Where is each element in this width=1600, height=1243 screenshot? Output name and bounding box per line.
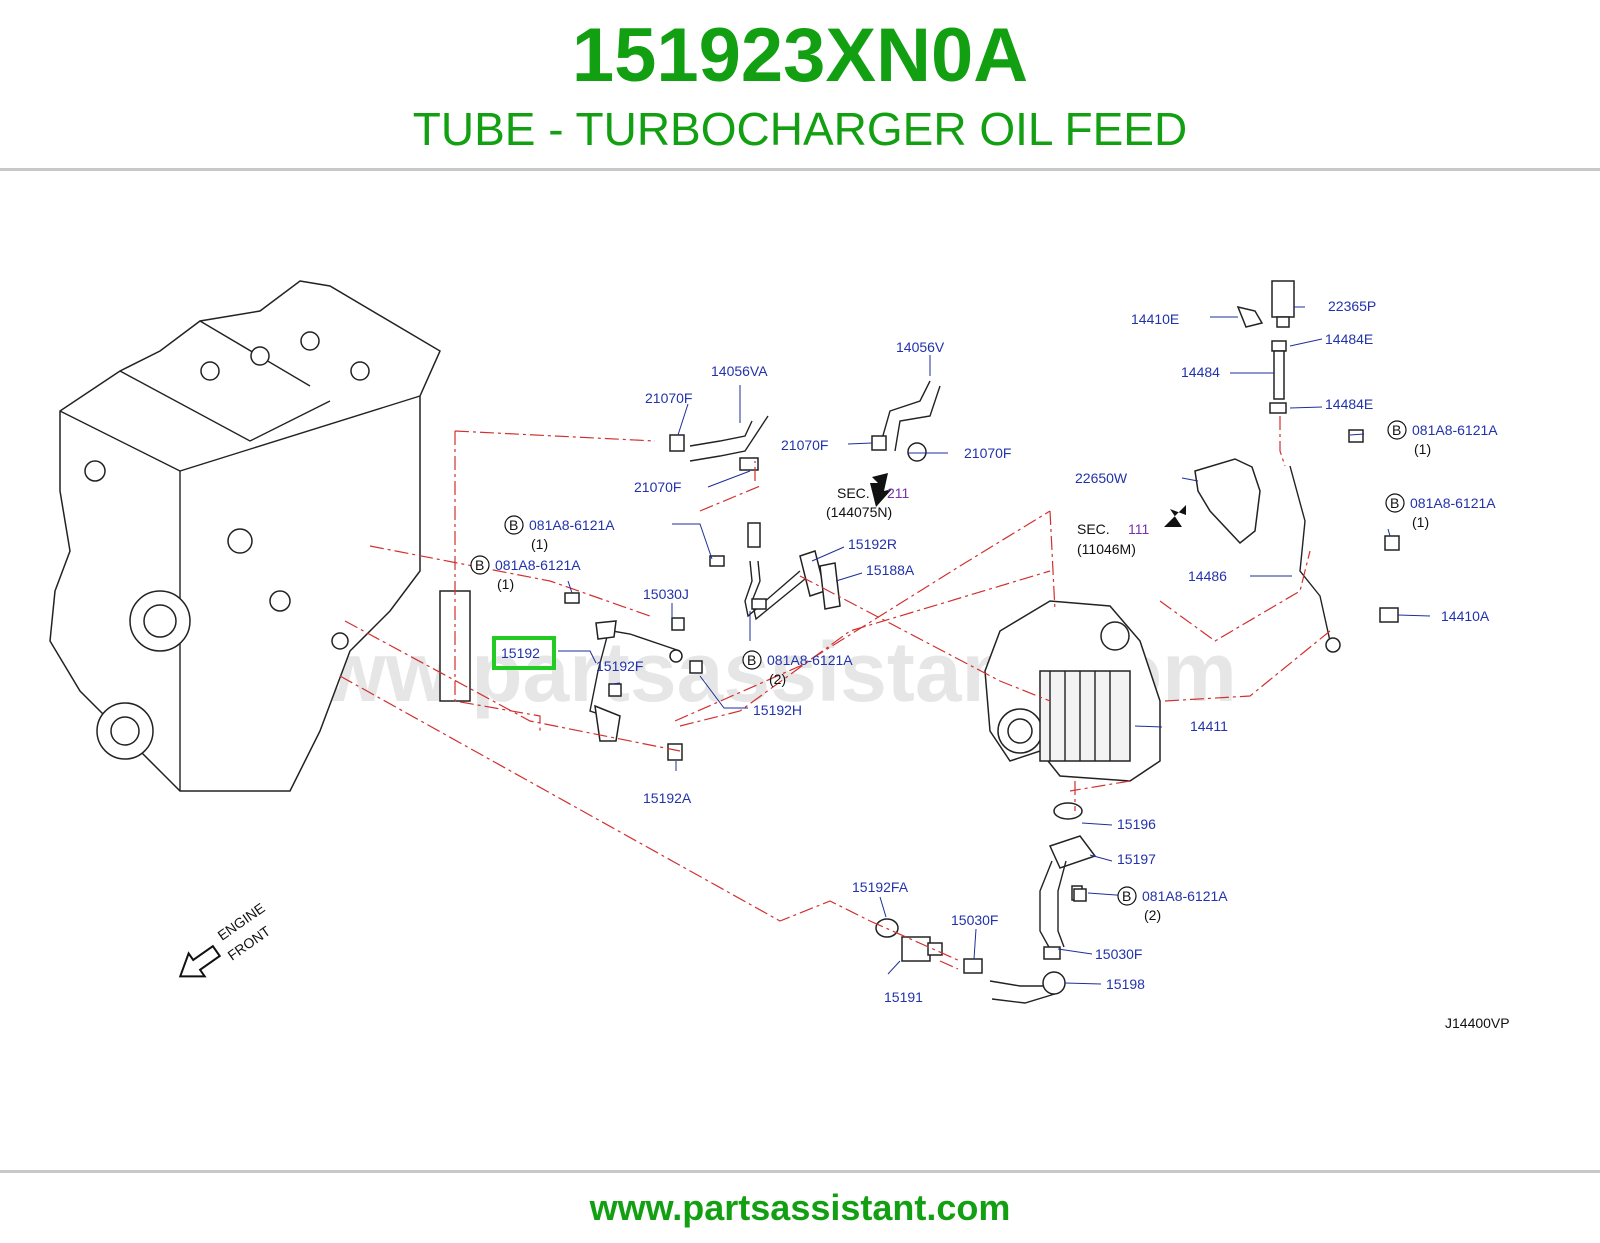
label-bolt-f[interactable]: 081A8-6121A xyxy=(1142,888,1228,904)
label-15191[interactable]: 15191 xyxy=(884,989,923,1005)
label-sec-211-num[interactable]: 211 xyxy=(887,485,910,501)
bolt-letter-b: B xyxy=(475,557,484,573)
label-sec-111-num[interactable]: 111 xyxy=(1128,521,1149,537)
label-bolt-d-qty: (1) xyxy=(1414,441,1431,457)
website-link[interactable]: www.partsassistant.com xyxy=(589,1187,1011,1228)
lower-return-parts xyxy=(875,802,1097,1004)
label-21070F-b[interactable]: 21070F xyxy=(781,437,828,453)
label-15030J[interactable]: 15030J xyxy=(643,586,689,602)
bolt-letter-c: B xyxy=(747,652,756,668)
bolt-b-circle-icons xyxy=(470,420,1407,906)
bolts xyxy=(564,555,1087,902)
leader-lines xyxy=(558,306,1431,985)
label-21070F-a[interactable]: 21070F xyxy=(645,390,692,406)
label-22650W[interactable]: 22650W xyxy=(1075,470,1128,486)
label-15192F[interactable]: 15192F xyxy=(596,658,643,674)
reference-lines xyxy=(339,416,1331,970)
label-14484E-b[interactable]: 14484E xyxy=(1325,396,1373,412)
engine-front-arrow-icon xyxy=(178,944,222,978)
label-14411[interactable]: 14411 xyxy=(1190,718,1228,734)
label-15196[interactable]: 15196 xyxy=(1117,816,1156,832)
label-14486[interactable]: 14486 xyxy=(1188,568,1227,584)
label-bolt-b[interactable]: 081A8-6121A xyxy=(495,557,581,573)
turbocharger xyxy=(984,600,1161,782)
header: 151923XN0A TUBE - TURBOCHARGER OIL FEED xyxy=(0,0,1600,171)
label-bolt-f-qty: (2) xyxy=(1144,907,1161,923)
label-bolt-a[interactable]: 081A8-6121A xyxy=(529,517,615,533)
label-21070F-c[interactable]: 21070F xyxy=(964,445,1011,461)
label-14410A[interactable]: 14410A xyxy=(1441,608,1490,624)
label-15188A[interactable]: 15188A xyxy=(866,562,915,578)
footer: www.partsassistant.com xyxy=(0,1170,1600,1243)
label-sec-111-prefix: SEC. xyxy=(1077,521,1110,537)
sec-111-arrow-icon xyxy=(1164,505,1186,527)
bolt-letter-d: B xyxy=(1392,422,1401,438)
engine-block xyxy=(49,280,471,792)
label-14484[interactable]: 14484 xyxy=(1181,364,1220,380)
part-name: TUBE - TURBOCHARGER OIL FEED xyxy=(412,103,1188,155)
label-15192A[interactable]: 15192A xyxy=(643,790,692,806)
bolt-letter-a: B xyxy=(509,517,518,533)
part-number: 151923XN0A xyxy=(571,13,1029,98)
label-bolt-e-qty: (1) xyxy=(1412,514,1429,530)
bolt-letter-e: B xyxy=(1390,495,1399,511)
label-bolt-e[interactable]: 081A8-6121A xyxy=(1410,495,1496,511)
label-sec-211-prefix: SEC. xyxy=(837,485,870,501)
label-14056V[interactable]: 14056V xyxy=(896,339,945,355)
label-15192[interactable]: 15192 xyxy=(501,645,540,661)
water-hoses xyxy=(669,380,941,471)
oil-feed-tube xyxy=(589,620,683,742)
label-15030F-b[interactable]: 15030F xyxy=(1095,946,1142,962)
label-bolt-c[interactable]: 081A8-6121A xyxy=(767,652,853,668)
label-bolt-c-qty: (2) xyxy=(769,671,786,687)
label-14056VA[interactable]: 14056VA xyxy=(711,363,768,379)
label-15030F-a[interactable]: 15030F xyxy=(951,912,998,928)
label-sec-111-sub: (11046M) xyxy=(1077,541,1136,557)
label-15197[interactable]: 15197 xyxy=(1117,851,1156,867)
sec-211-arrow-icon xyxy=(870,473,892,507)
label-bolt-d[interactable]: 081A8-6121A xyxy=(1412,422,1498,438)
oil-return-tube xyxy=(744,522,841,621)
label-15198[interactable]: 15198 xyxy=(1106,976,1145,992)
label-15192FA[interactable]: 15192FA xyxy=(852,879,909,895)
label-bolt-b-qty: (1) xyxy=(497,576,514,592)
label-22365P[interactable]: 22365P xyxy=(1328,298,1376,314)
label-15192R[interactable]: 15192R xyxy=(848,536,897,552)
parts-diagram: www.partsassistant.com xyxy=(49,280,1510,1031)
label-21070F-d[interactable]: 21070F xyxy=(634,479,681,495)
sensor-assembly xyxy=(1194,280,1400,653)
diagram-code: J14400VP xyxy=(1445,1015,1510,1031)
label-14484E-a[interactable]: 14484E xyxy=(1325,331,1373,347)
label-15192H[interactable]: 15192H xyxy=(753,702,802,718)
label-sec-211-sub: (144075N) xyxy=(826,504,892,520)
part-labels: 14056VA 14056V 21070F 21070F 21070F 2107… xyxy=(475,298,1510,1031)
label-14410E[interactable]: 14410E xyxy=(1131,311,1179,327)
highlighted-part-box[interactable] xyxy=(492,636,556,670)
bolt-letter-f: B xyxy=(1122,888,1131,904)
label-bolt-a-qty: (1) xyxy=(531,536,548,552)
